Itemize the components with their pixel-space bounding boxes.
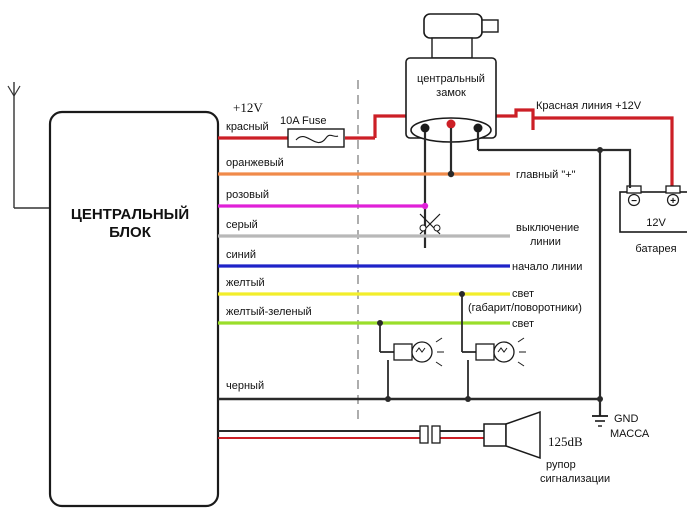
function-label-orange: главный "+"	[516, 169, 576, 181]
siren-caption-1: рупор	[546, 459, 576, 471]
siren-horn-icon	[483, 410, 541, 460]
black-ground-junction	[597, 396, 603, 402]
function-label-yellow-2: (габарит/поворотники)	[468, 302, 582, 314]
wire-label-pink: розовый	[226, 189, 269, 201]
power-wire	[218, 108, 674, 188]
pink-junction	[421, 202, 429, 210]
ground-bus-junction	[597, 147, 603, 153]
red-line-label: Красная линия +12V	[536, 100, 642, 112]
fuse-label: 10A Fuse	[280, 115, 326, 127]
battery-plus-symbol: +	[670, 196, 676, 207]
ground-label-2: МАССА	[610, 428, 650, 440]
central-unit-label-2: БЛОК	[109, 224, 152, 241]
central-unit-label-1: ЦЕНТРАЛЬНЫЙ	[71, 205, 189, 223]
lamp-circuit	[377, 291, 476, 402]
central-lock-icon	[405, 13, 499, 143]
ground-icon	[592, 415, 608, 427]
battery-voltage: 12V	[646, 217, 666, 229]
function-label-yellow-1: свет	[512, 288, 534, 300]
fuse-icon	[287, 128, 345, 148]
battery-caption: батарея	[635, 243, 676, 255]
orange-junction	[447, 170, 455, 178]
bulb-icon-right	[475, 337, 526, 367]
siren-db-label: 125dB	[548, 434, 583, 449]
wire-label-black: черный	[226, 380, 264, 392]
lock-label-1: центральный	[417, 73, 485, 85]
bulb-icon-left	[393, 337, 444, 367]
antenna-icon	[7, 82, 52, 209]
central-unit-box	[48, 110, 220, 508]
battery-icon	[619, 185, 687, 233]
wire-label-yellow: желтый	[226, 277, 265, 289]
wire-label-gray: серый	[226, 219, 258, 231]
function-label-gray-2: линии	[530, 236, 561, 248]
function-label-blue: начало линии	[512, 261, 582, 273]
siren-caption-2: сигнализации	[540, 473, 610, 485]
voltage-label: +12V	[233, 100, 263, 115]
ground-label-1: GND	[614, 413, 639, 425]
lock-label-2: замок	[436, 87, 466, 99]
function-label-yellow-green: свет	[512, 318, 534, 330]
function-label-gray-1: выключение	[516, 222, 579, 234]
wire-label-orange: оранжевый	[226, 157, 284, 169]
wire-label-yellow-green: желтый-зеленый	[226, 306, 312, 318]
battery-minus-symbol: −	[631, 196, 637, 207]
red-wire-label: красный	[226, 121, 269, 133]
connector-icon	[419, 425, 441, 444]
battery-ground-lead	[600, 148, 632, 188]
scissors-icon	[419, 213, 441, 235]
wire-label-blue: синий	[226, 249, 256, 261]
